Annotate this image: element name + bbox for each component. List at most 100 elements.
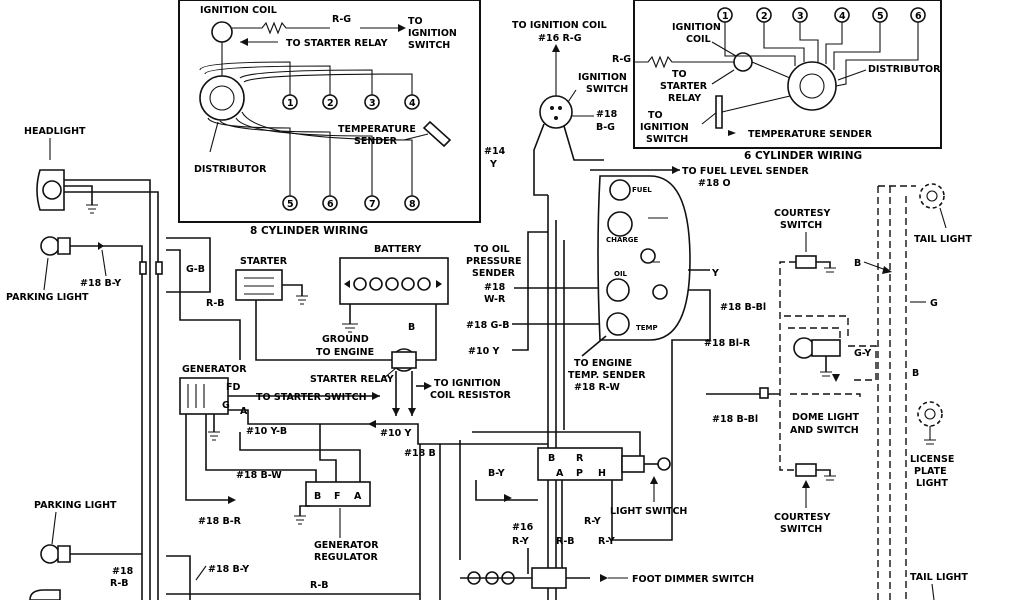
w18-br-label: #18 B-R bbox=[198, 516, 242, 527]
ls-r-label: R bbox=[576, 453, 584, 464]
relay-arrow-2 bbox=[408, 408, 416, 416]
six-plug-5 bbox=[872, 7, 888, 23]
headlight-ground bbox=[64, 185, 93, 205]
main-feed-wire bbox=[533, 123, 548, 196]
fuel-sender-arrow bbox=[672, 166, 680, 174]
w10-yb-label: #10 Y-B bbox=[246, 426, 287, 437]
plug-5 bbox=[282, 195, 298, 211]
gen-reg-label-2: REGULATOR bbox=[314, 552, 379, 563]
light-switch-label: LIGHT SWITCH bbox=[610, 506, 687, 517]
w18-rb-label: #18 bbox=[112, 566, 134, 577]
six-distributor-pointer bbox=[837, 69, 867, 81]
plug-4-number: 4 bbox=[409, 98, 416, 109]
battery-cell-1 bbox=[353, 277, 367, 291]
eight-rg-label: R-G bbox=[332, 14, 351, 25]
parking-light-top bbox=[40, 236, 60, 256]
starter-ground bbox=[282, 284, 303, 296]
parking-light-top-pointer bbox=[43, 257, 49, 291]
six-plugs: 1 2 3 4 5 6 bbox=[717, 7, 926, 23]
eight-distributor-label: DISTRIBUTOR bbox=[194, 164, 267, 175]
six-distributor-label: DISTRIBUTOR bbox=[868, 64, 941, 75]
battery-cell-5 bbox=[417, 277, 431, 291]
six-plug-1-number: 1 bbox=[722, 11, 729, 22]
courtesy-bottom-2: SWITCH bbox=[780, 524, 822, 535]
gauge-cluster-group: TO OIL PRESSURE SENDER #18 W-R #18 G-B #… bbox=[466, 166, 809, 600]
bw-wire bbox=[205, 414, 317, 482]
gy-label: G-Y bbox=[854, 348, 871, 359]
b-batt-label: B bbox=[408, 322, 415, 333]
yb-to-reg bbox=[319, 424, 337, 482]
courtesy-switch-bottom bbox=[795, 463, 817, 477]
w18-blr-label: #18 Bl-R bbox=[704, 338, 751, 349]
rb4-label: R-B bbox=[556, 536, 575, 547]
light-switch-knob-base bbox=[621, 455, 645, 473]
br-arrow bbox=[228, 496, 236, 504]
eight-arrow-switch bbox=[398, 24, 406, 32]
ignition-switch-contact-2 bbox=[558, 106, 562, 110]
eight-distributor-rotor bbox=[209, 85, 235, 111]
plug-6 bbox=[322, 195, 338, 211]
plug-7 bbox=[364, 195, 380, 211]
eight-resistor-wire bbox=[232, 21, 330, 35]
six-plug-3 bbox=[792, 7, 808, 23]
headlight-main-wire bbox=[64, 179, 151, 600]
y-gauge-wire bbox=[512, 231, 548, 351]
battery-cell-2 bbox=[369, 277, 383, 291]
eight-lead-6 bbox=[219, 120, 331, 196]
headlight-lens bbox=[42, 180, 62, 200]
w10-y2-label: #10 Y bbox=[380, 428, 411, 439]
license-label-3: LIGHT bbox=[916, 478, 948, 489]
parking-light-bottom-group: PARKING LIGHT #18 R-B #18 B-Y R-B bbox=[29, 500, 420, 600]
dome-light-body bbox=[811, 339, 841, 357]
license-ground-symbol bbox=[924, 439, 936, 445]
six-lead-6 bbox=[835, 22, 919, 87]
oil-gauge bbox=[606, 278, 630, 302]
to-engine-temp-3: #18 R-W bbox=[574, 382, 620, 393]
six-lead-4 bbox=[825, 22, 843, 64]
to-starter-switch-label: TO STARTER SWITCH bbox=[256, 392, 367, 403]
w16-label: #16 bbox=[512, 522, 534, 533]
six-lead-1 bbox=[724, 22, 796, 66]
eight-temp-sender-1: TEMPERATURE bbox=[338, 124, 416, 135]
to-ign-coil-res-1: TO IGNITION bbox=[434, 378, 501, 389]
six-coil-label: COIL bbox=[686, 34, 711, 45]
light-switch-group: B R A P H LIGHT SWITCH B-Y R-Y R-Y #16 R… bbox=[419, 430, 687, 600]
generator-regulator bbox=[305, 481, 371, 507]
headlight-group: HEADLIGHT bbox=[24, 126, 159, 600]
b-right-arrow bbox=[882, 266, 892, 274]
battery-terminal-pos bbox=[436, 280, 442, 288]
ry-ls-wire bbox=[611, 430, 673, 541]
headlight-label: HEADLIGHT bbox=[24, 126, 86, 137]
reg-ground-symbol bbox=[294, 515, 306, 525]
parking-light-bottom-socket bbox=[57, 545, 71, 563]
w18-by-top-label: #18 B-Y bbox=[80, 278, 121, 289]
eight-to-ign-3: SWITCH bbox=[408, 40, 450, 51]
temp-sender-wire bbox=[581, 335, 607, 357]
temp-gauge bbox=[606, 312, 630, 336]
gb-loop bbox=[166, 237, 211, 293]
parking-light-bottom bbox=[40, 544, 60, 564]
starter-switch-arrow bbox=[372, 392, 380, 400]
plug-5-number: 5 bbox=[287, 199, 294, 210]
parking-light-bottom-label: PARKING LIGHT bbox=[34, 500, 117, 511]
starter-battery-group: STARTER BATTERY GROUND TO ENGINE B bbox=[235, 244, 449, 361]
headlight-main-wire-2 bbox=[64, 191, 159, 600]
starter-ground-symbol bbox=[296, 295, 308, 305]
ls-p-label: P bbox=[576, 468, 583, 479]
y-arrow bbox=[368, 420, 376, 428]
six-resistor-wire bbox=[634, 55, 734, 69]
six-temp-sender bbox=[715, 95, 723, 129]
to-oil-5: W-R bbox=[484, 294, 506, 305]
w14-label: #14 bbox=[484, 146, 506, 157]
gen-reg-label-1: GENERATOR bbox=[314, 540, 379, 551]
license-label-2: PLATE bbox=[914, 466, 947, 477]
fuel-gauge bbox=[609, 179, 631, 201]
eight-distributor bbox=[199, 75, 245, 121]
gauge-temp-label: TEMP bbox=[636, 324, 658, 332]
rb-wire bbox=[166, 249, 241, 360]
gy-dash bbox=[848, 345, 877, 381]
generator-windings bbox=[187, 384, 205, 408]
six-cylinder-frame bbox=[633, 0, 942, 149]
license-label-1: LICENSE bbox=[910, 454, 954, 465]
license-plate-bulb bbox=[924, 408, 936, 420]
